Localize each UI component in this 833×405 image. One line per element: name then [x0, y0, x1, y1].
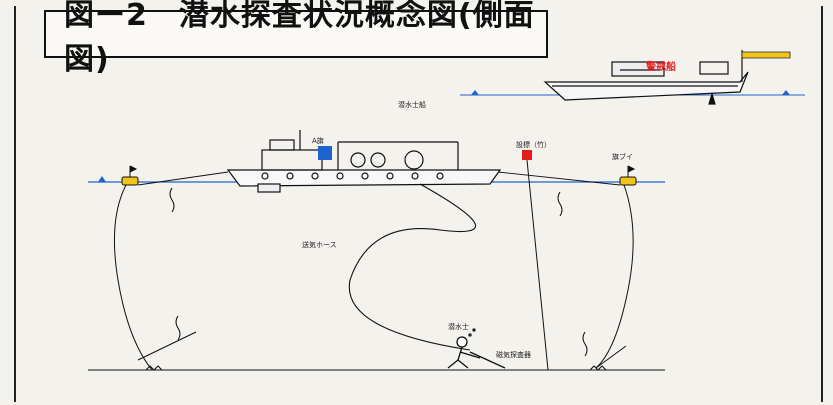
diver-label: 潜水士 [448, 323, 469, 331]
air-hose-label: 送気ホース [302, 241, 337, 249]
left-buoy [113, 165, 197, 371]
guard-boat [543, 50, 791, 105]
diagram-title: 図ー2 潜水探査状況概念図(側面図) [64, 0, 535, 77]
diver-boat [226, 130, 502, 193]
diver-figure [447, 328, 506, 369]
mooring-line-left [137, 171, 229, 186]
marker-pole-label: 設標（竹） [516, 141, 551, 149]
detector-label: 磁気探査器 [496, 351, 531, 359]
diver-boat-label: 潜水士船 [398, 101, 426, 109]
right-buoy [557, 165, 637, 369]
right-anchor-icon [589, 365, 607, 371]
water-level-mark-right [782, 90, 790, 95]
air-hose [348, 183, 477, 351]
guard-boat-label: 警戒船 [646, 62, 676, 73]
marker-pole [522, 149, 549, 371]
water-level-mark-main [98, 176, 106, 182]
page-frame [14, 6, 823, 402]
ship-a-label: A旗 [312, 137, 324, 145]
water-level-mark-left [471, 90, 479, 95]
diagram-title-box: 図ー2 潜水探査状況概念図(側面図) [44, 0, 548, 77]
buoy-label: 旗ブイ [612, 153, 633, 161]
mooring-line-right [497, 171, 621, 186]
left-anchor-icon [145, 365, 163, 371]
